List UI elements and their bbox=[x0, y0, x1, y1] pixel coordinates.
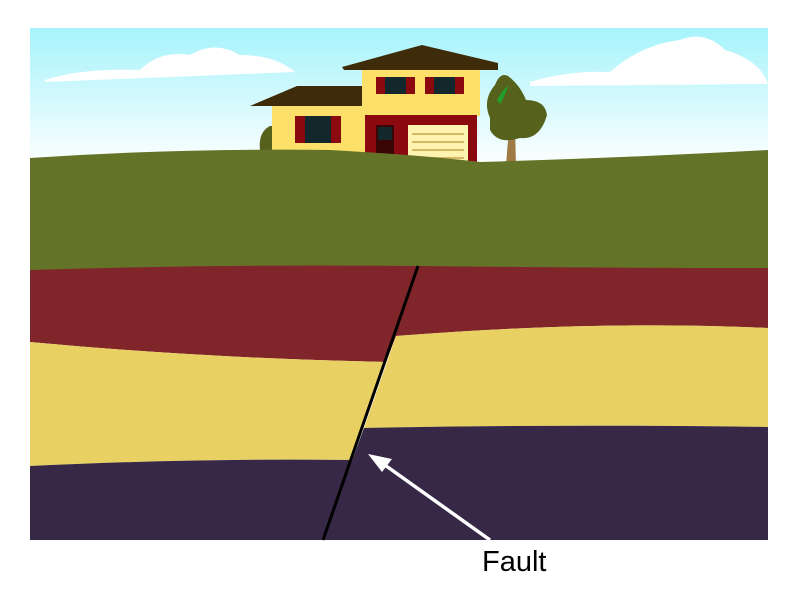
tree bbox=[486, 75, 547, 165]
clouds bbox=[45, 36, 768, 86]
red-layer bbox=[30, 265, 768, 362]
ground-surface bbox=[30, 149, 768, 272]
fault-label: Fault bbox=[482, 546, 547, 578]
yellow-layer bbox=[30, 325, 768, 466]
purple-layer bbox=[30, 425, 768, 540]
fault-line bbox=[321, 265, 420, 541]
arrow bbox=[368, 454, 492, 542]
